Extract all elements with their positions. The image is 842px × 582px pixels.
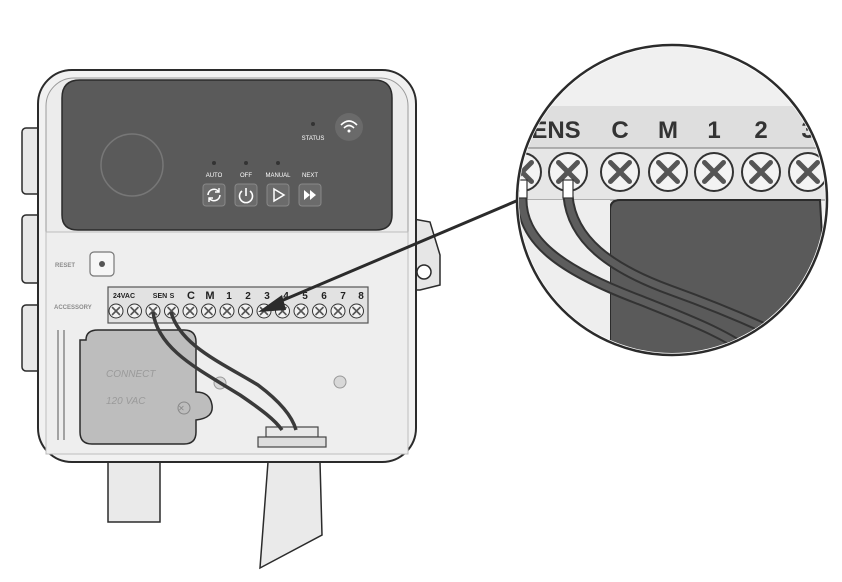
terminal-label-2: 2 (245, 291, 251, 302)
status-label: STATUS (302, 136, 325, 142)
auto-label: AUTO (206, 173, 223, 179)
terminal-label-5: 5 (302, 291, 308, 302)
zoom-detail: SENS C M 1 2 3 (515, 43, 829, 357)
terminal-screws (108, 303, 364, 319)
connection-box-cover: ✕ CONNECT 120 VAC (57, 329, 213, 445)
cover-text-line1: CONNECT (106, 369, 156, 380)
zoom-terminal-screw (788, 152, 825, 192)
zoom-terminal-screw (600, 152, 640, 192)
zoom-label-c: C (611, 117, 628, 144)
off-label: OFF (240, 173, 252, 179)
terminal-label-3: 3 (264, 291, 270, 302)
terminal-screw (219, 303, 235, 319)
terminal-screw (201, 303, 216, 319)
terminal-label-1: 1 (226, 291, 232, 302)
zoom-label-sens: SENS (515, 117, 580, 144)
terminal-label-6: 6 (321, 291, 327, 302)
cover-text-line2: 120 VAC (106, 396, 146, 407)
mounting-screw (333, 375, 347, 389)
manual-button[interactable] (266, 183, 290, 207)
manual-label: MANUAL (265, 173, 291, 179)
terminal-label-8: 8 (358, 291, 364, 302)
control-panel (61, 79, 393, 231)
fast-forward-icon (304, 190, 316, 200)
svg-text:✕: ✕ (178, 404, 185, 413)
terminal-screw (349, 303, 364, 319)
reset-button[interactable] (89, 251, 115, 277)
terminal-label-4: 4 (283, 291, 289, 302)
play-icon (273, 187, 286, 203)
next-label: NEXT (302, 173, 318, 179)
terminal-screw (312, 303, 327, 319)
refresh-icon (207, 188, 221, 202)
terminal-label-24vac: 24VAC (113, 293, 135, 300)
terminal-strip (107, 286, 369, 324)
terminal-labels: 24VAC SEN S C M 1 2 3 4 5 6 7 8 (113, 290, 364, 302)
terminal-label-sen: SEN (153, 293, 167, 300)
terminal-screw (164, 303, 179, 319)
terminal-screw (293, 303, 309, 319)
terminal-screw (330, 303, 346, 319)
next-button[interactable] (298, 183, 322, 207)
power-icon (238, 188, 254, 204)
terminal-label-c: C (187, 290, 195, 302)
wire-grommet (257, 426, 327, 448)
dial-recess (100, 133, 164, 197)
callout-arrow (258, 194, 529, 312)
terminal-label-s: S (170, 293, 175, 300)
accessory-label: ACCESSORY (54, 305, 92, 311)
conduit-legs (107, 461, 323, 570)
terminal-label-7: 7 (340, 291, 346, 302)
off-button[interactable] (234, 183, 258, 207)
zoom-label-2: 2 (754, 117, 767, 144)
status-led (311, 122, 315, 126)
terminal-screw (145, 303, 161, 319)
terminal-screw (108, 303, 124, 319)
zoom-label-1: 1 (707, 117, 720, 144)
zoom-label-m: M (658, 117, 678, 144)
reset-label: RESET (55, 263, 75, 269)
zoom-terminal-screw (694, 152, 734, 192)
auto-button[interactable] (202, 183, 226, 207)
wifi-icon[interactable] (335, 113, 363, 141)
terminal-screw (127, 303, 142, 319)
sensor-wires (151, 311, 298, 432)
zoom-terminal-screw (741, 152, 781, 192)
zoom-terminal-screw (648, 152, 688, 192)
terminal-label-m: M (205, 290, 214, 302)
terminal-screw (182, 303, 198, 319)
terminal-screw (238, 303, 253, 319)
